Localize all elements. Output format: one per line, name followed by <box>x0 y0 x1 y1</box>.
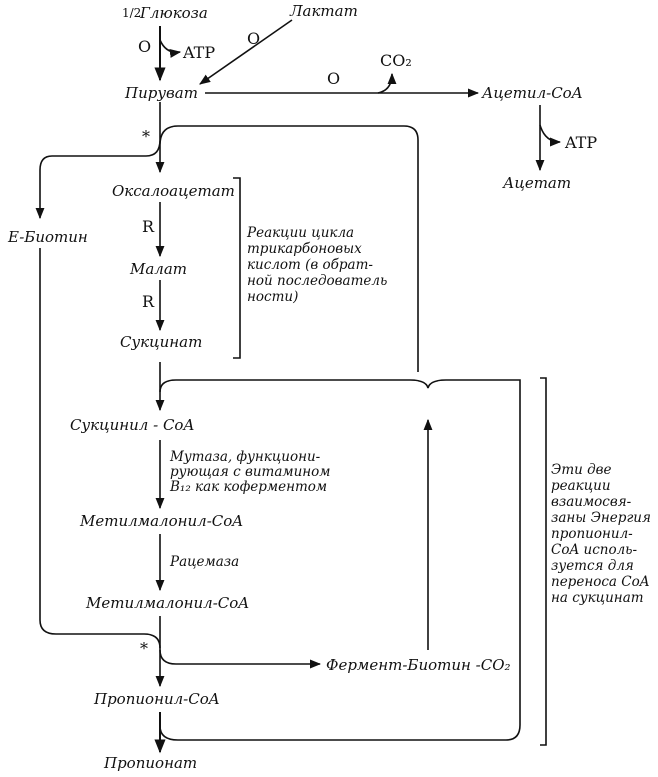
mutase-note: Мутаза, функциони- рующая с витамином B₁… <box>169 449 331 495</box>
tca-note-line: ности) <box>247 289 298 305</box>
tca-note-line: Реакции цикла <box>246 225 354 241</box>
o-label-2: O <box>247 29 260 48</box>
arrow-atp-branch-1 <box>159 39 182 58</box>
coupling-note-line: переноса CoA <box>551 574 650 590</box>
arrow-co2-branch <box>377 72 397 94</box>
tca-note-line: трикарбоновых <box>247 241 362 257</box>
star-label-1: * <box>142 127 150 146</box>
line-ebiotin-down <box>39 248 161 649</box>
acetate-label: Ацетат <box>502 174 571 192</box>
methylmalonyl-coa-label-2: Метилмалонил-CoA <box>85 594 249 612</box>
r-label-2: R <box>142 292 155 311</box>
o-label-3: O <box>327 69 340 88</box>
o-label-1: O <box>138 37 151 56</box>
tca-note-line: кислот (в обрат- <box>247 257 373 273</box>
mutase-note-line: B₁₂ как коферментом <box>169 479 327 495</box>
coupling-note-line: реакции <box>551 478 611 494</box>
propionate-label: Пропионат <box>103 754 197 772</box>
coupling-note-line: заны Энергия <box>551 510 651 526</box>
malate-label: Малат <box>129 260 187 278</box>
tca-bracket <box>233 177 241 359</box>
oxaloacetate-label: Оксалоацетат <box>112 182 235 200</box>
mutase-note-line: Мутаза, функциони- <box>169 449 321 465</box>
atp-label-1: ATP <box>182 43 215 62</box>
tca-note-line: ной последователь <box>247 273 387 289</box>
coupling-note-line: CoA исполь- <box>551 542 638 558</box>
mutase-note-line: рующая с витамином <box>170 464 331 480</box>
enzyme-biotin-co2-label: Фермент-Биотин -CO₂ <box>326 656 511 674</box>
e-biotin-label: E-Биотин <box>7 228 88 246</box>
arrow-lactate-pyruvate <box>199 19 293 85</box>
line-to-ebiotin <box>35 139 161 220</box>
line-top-loop <box>159 125 419 372</box>
line-coa-transfer-loop <box>159 379 521 741</box>
coupling-bracket <box>540 377 547 746</box>
coupling-note-line: пропионил- <box>551 526 633 542</box>
coupling-note-line: на сукцинат <box>551 590 644 606</box>
propionyl-coa-label: Пропионил-CoA <box>93 690 220 708</box>
coupling-note-line: Эти две <box>551 462 612 478</box>
atp-label-2: ATP <box>564 133 597 152</box>
coupling-note-line: взаимосвя- <box>551 494 632 510</box>
co2-label: CO₂ <box>380 51 412 70</box>
lactate-label: Лактат <box>289 2 358 20</box>
glucose-fraction: 1/2 <box>122 6 141 20</box>
succinyl-coa-label: Сукцинил - CoA <box>70 416 194 434</box>
succinate-label: Сукцинат <box>120 333 202 351</box>
methylmalonyl-coa-label-1: Метилмалонил-CoA <box>79 512 243 530</box>
glucose-label: Глюкоза <box>139 4 208 22</box>
coupling-note-line: зуется для <box>551 558 634 574</box>
racemase-label: Рацемаза <box>169 554 239 570</box>
tca-note: Реакции цикла трикарбоновых кислот (в об… <box>246 225 387 305</box>
arrow-to-enzyme-biotin <box>159 649 322 669</box>
coupling-note: Эти две реакции взаимосвя- заны Энергия … <box>551 462 651 606</box>
pyruvate-label: Пируват <box>124 84 198 102</box>
acetyl-coa-label: Ацетил-CoA <box>481 84 583 102</box>
star-label-2: * <box>140 639 148 658</box>
arrow-atp-branch-2 <box>539 124 562 147</box>
r-label-1: R <box>142 217 155 236</box>
